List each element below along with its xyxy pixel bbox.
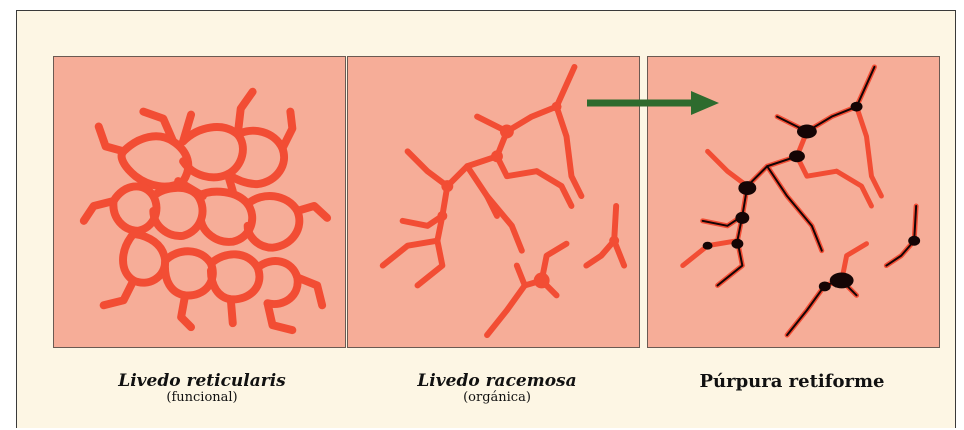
caption-title: Livedo reticularis (77, 371, 327, 391)
caption-purpura-retiforme: Púrpura retiforme (667, 371, 917, 392)
caption-livedo-racemosa: Livedo racemosa (orgánica) (372, 371, 622, 405)
right-arrow-icon (583, 89, 723, 117)
panel-livedo-reticularis (53, 56, 346, 348)
caption-subtitle: (orgánica) (372, 390, 622, 405)
caption-title: Livedo racemosa (372, 371, 622, 391)
reticular-network-drawing (54, 57, 345, 347)
caption-subtitle: (funcional) (77, 390, 327, 405)
figure-frame: Livedo reticularis (funcional) Livedo ra… (16, 10, 956, 428)
caption-title: Púrpura retiforme (667, 371, 917, 392)
caption-livedo-reticularis: Livedo reticularis (funcional) (77, 371, 327, 405)
